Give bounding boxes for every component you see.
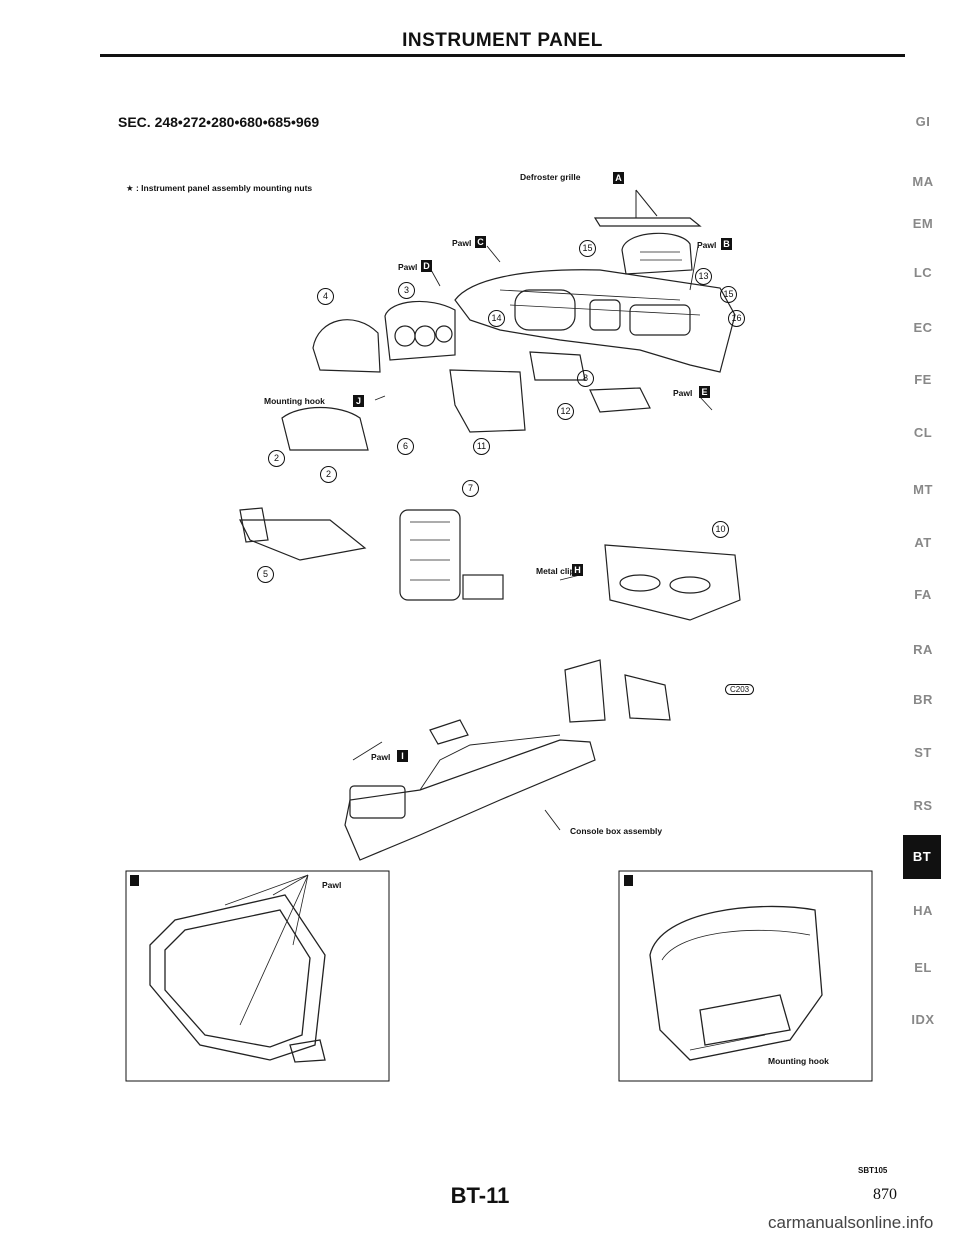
index-cl[interactable]: CL xyxy=(913,425,933,440)
index-br[interactable]: BR xyxy=(913,692,933,707)
pawl-e-label: Pawl xyxy=(673,388,693,398)
page-title: INSTRUMENT PANEL xyxy=(402,30,603,51)
tag-a: A xyxy=(613,172,624,184)
pawl-c-label: Pawl xyxy=(452,238,472,248)
index-idx[interactable]: IDX xyxy=(911,1012,935,1027)
index-ma[interactable]: MA xyxy=(912,174,934,189)
connector-label: C203 xyxy=(725,684,755,695)
part-number-2b: 2 xyxy=(320,466,337,483)
index-rs[interactable]: RS xyxy=(913,798,933,813)
page-number: 870 xyxy=(873,1186,897,1203)
pawl-i-label: Pawl xyxy=(371,752,391,762)
part-number-6: 6 xyxy=(397,438,414,455)
part-number-5: 3 xyxy=(398,282,415,299)
part-number-2a: 2 xyxy=(268,450,285,467)
tag-d: D xyxy=(421,260,432,272)
tag-b: B xyxy=(721,238,732,250)
pawl-b-label: Pawl xyxy=(697,240,717,250)
part-number-12: 11 xyxy=(473,438,490,455)
mounting-hook-label: Mounting hook xyxy=(264,396,325,406)
index-bt[interactable]: BT xyxy=(903,835,941,879)
tag-e: E xyxy=(699,386,710,398)
part-number-8: 8 xyxy=(577,370,594,387)
tag-j: J xyxy=(353,395,364,407)
title-rule xyxy=(100,54,905,57)
part-number-7: 7 xyxy=(462,480,479,497)
figure-code: SBT105 xyxy=(858,1166,888,1175)
index-ra[interactable]: RA xyxy=(913,642,933,657)
index-fe[interactable]: FE xyxy=(914,372,932,387)
index-gi[interactable]: GI xyxy=(915,114,931,129)
metal-clip-label: Metal clip xyxy=(536,566,575,576)
watermark: carmanualsonline.info xyxy=(768,1213,934,1232)
index-mt[interactable]: MT xyxy=(913,482,933,497)
part-number-16: 16 xyxy=(728,310,745,327)
part-number-4: 4 xyxy=(317,288,334,305)
pawl-d-label: Pawl xyxy=(398,262,418,272)
index-lc[interactable]: LC xyxy=(913,265,933,280)
inset-pawl-label: Pawl xyxy=(322,880,342,890)
part-number-13: 12 xyxy=(557,403,574,420)
inset-mounting-hook-label: Mounting hook xyxy=(768,1056,829,1066)
index-ha[interactable]: HA xyxy=(913,903,933,918)
index-st[interactable]: ST xyxy=(914,745,932,760)
part-number-11: 13 xyxy=(695,268,712,285)
defroster-grille-label: Defroster grille xyxy=(520,172,581,182)
page-code: BT-11 xyxy=(450,1183,510,1208)
index-em[interactable]: EM xyxy=(912,216,934,231)
tag-i: I xyxy=(397,750,408,762)
part-number-3: 5 xyxy=(257,566,274,583)
part-number-10: 10 xyxy=(712,521,729,538)
part-number-15b: 15 xyxy=(720,286,737,303)
section-reference: SEC. 248•272•280•680•685•969 xyxy=(118,114,320,130)
tag-c: C xyxy=(475,236,486,248)
index-fa[interactable]: FA xyxy=(914,587,932,602)
console-box-label: Console box assembly xyxy=(570,826,663,836)
index-ec[interactable]: EC xyxy=(913,320,933,335)
legend-note: ★ : Instrument panel assembly mounting n… xyxy=(126,183,313,193)
tag-h: H xyxy=(572,564,583,576)
part-number-14: 14 xyxy=(488,310,505,327)
index-at[interactable]: AT xyxy=(914,535,932,550)
part-number-15a: 15 xyxy=(579,240,596,257)
index-el[interactable]: EL xyxy=(914,960,932,975)
